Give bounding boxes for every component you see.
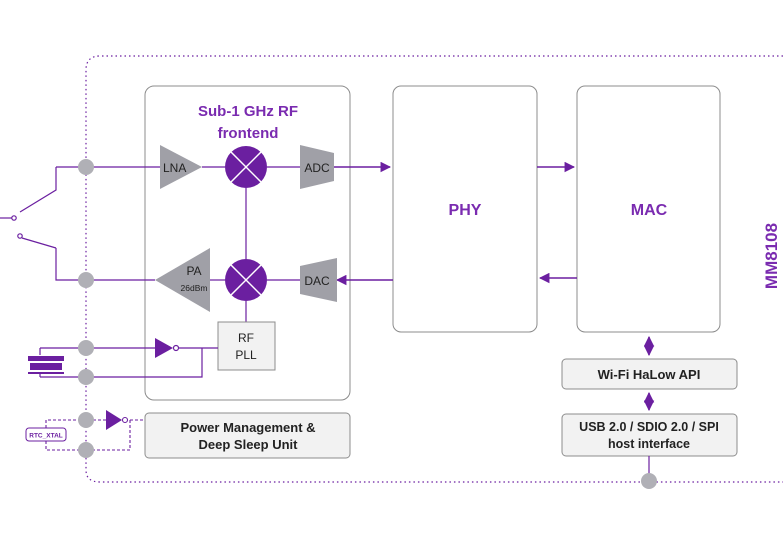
crystal-symbol xyxy=(28,348,64,377)
rtc-xtal-label: RTC_XTAL xyxy=(29,433,62,440)
antenna-switch xyxy=(0,167,57,249)
tx-pin-dot xyxy=(78,272,94,288)
rtc-buffer-bubble xyxy=(121,416,129,424)
api-box xyxy=(561,358,738,390)
rf-frontend-subtitle: frontend xyxy=(218,125,279,142)
power-management-line2: Deep Sleep Unit xyxy=(199,437,299,452)
xtal-out-pin-dot xyxy=(78,369,94,385)
power-management-line1: Power Management & xyxy=(180,420,315,435)
host-pin-dot xyxy=(641,473,657,489)
rx-mixer xyxy=(225,146,267,188)
tx-antenna-line xyxy=(55,248,155,281)
rf-pll-line2: PLL xyxy=(235,348,257,362)
adc-label: ADC xyxy=(304,161,330,175)
lna-label: LNA xyxy=(163,161,186,175)
chip-name: MM8108 xyxy=(762,223,781,289)
rf-pll-line1: RF xyxy=(238,331,254,345)
rtc-buffer xyxy=(106,410,122,430)
rf-frontend-title: Sub-1 GHz RF xyxy=(198,103,298,120)
mac-label: MAC xyxy=(631,202,668,219)
lna-amplifier xyxy=(160,145,202,189)
phy-box xyxy=(392,85,538,333)
api-label: Wi-Fi HaLow API xyxy=(598,367,701,382)
rf-pll-box xyxy=(217,321,276,371)
host-interface-line2: host interface xyxy=(608,437,690,451)
adc-block xyxy=(300,145,334,189)
rx-pin-dot xyxy=(78,159,94,175)
xtal-buffer xyxy=(155,338,173,358)
chip-boundary xyxy=(85,55,783,483)
power-management-box xyxy=(144,412,351,459)
pa-label: PA xyxy=(186,264,201,278)
host-interface-line1: USB 2.0 / SDIO 2.0 / SPI xyxy=(579,420,719,434)
phy-label: PHY xyxy=(449,202,482,219)
mac-box xyxy=(576,85,721,333)
dac-block xyxy=(300,258,337,302)
pa-amplifier xyxy=(155,248,210,312)
xtal-buffer-bubble xyxy=(172,344,180,352)
xtal-in-pin-dot xyxy=(78,340,94,356)
dac-label: DAC xyxy=(304,274,330,288)
tx-mixer xyxy=(225,259,267,301)
pa-power-label: 26dBm xyxy=(181,283,208,293)
rtc-out-pin-dot xyxy=(78,442,94,458)
rtc-in-pin-dot xyxy=(78,412,94,428)
